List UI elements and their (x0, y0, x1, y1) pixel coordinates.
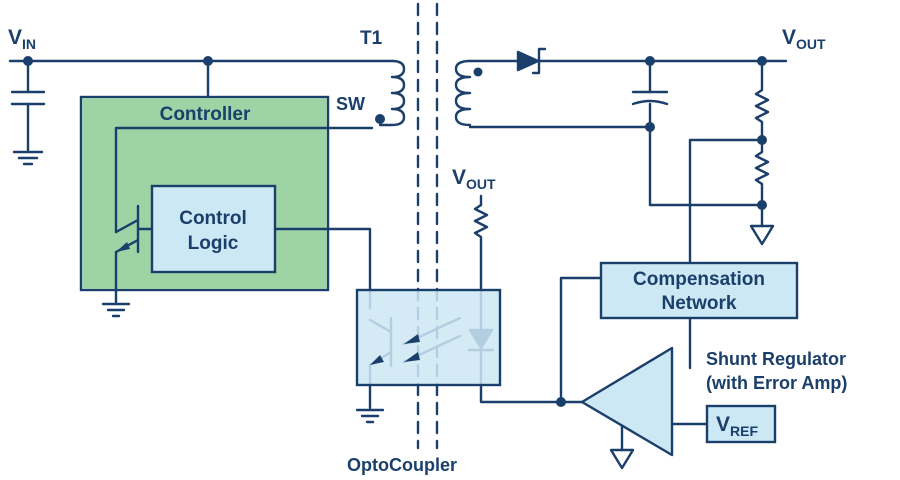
shunt-regulator-label-line1: Shunt Regulator (706, 349, 846, 369)
vref-label: VREF (716, 413, 758, 439)
light-arrowhead-2 (404, 352, 420, 362)
compensation-label-line2: Network (662, 293, 737, 314)
vin-label: VIN (8, 26, 36, 52)
junction-dots (23, 56, 767, 407)
controller-label: Controller (160, 104, 251, 125)
comp-to-node-wire (559, 276, 603, 404)
ground-icon (101, 302, 131, 318)
opto-transistor-arrow (370, 355, 384, 365)
error-amplifier-icon (580, 346, 674, 457)
opto-led-resistor (473, 203, 489, 332)
ground-icon (12, 150, 44, 166)
feedback-sense-wire (688, 138, 764, 265)
optocoupler-label: OptoCoupler (347, 455, 457, 475)
divider-resistor-top (754, 59, 770, 142)
vout-right-label: VOUT (782, 26, 826, 52)
ground-triangle-icon (609, 448, 635, 470)
optocoupler-block (355, 288, 502, 387)
ground-icon (355, 408, 385, 424)
shunt-regulator-label-line2: (with Error Amp) (706, 373, 847, 393)
divider-resistor-bottom (754, 138, 770, 207)
vref-block (705, 404, 777, 444)
output-capacitor (631, 59, 669, 207)
secondary-polarity-dot (473, 67, 483, 77)
vout-mid-label: VOUT (452, 166, 496, 192)
compensation-network-block (599, 261, 799, 320)
transformer-secondary (454, 59, 472, 127)
transistor-emitter-arrow (116, 242, 130, 252)
transformer-primary (378, 59, 406, 127)
control-logic-label-line1: Control (179, 208, 247, 229)
input-capacitor (10, 59, 46, 152)
sw-node-dot (375, 114, 385, 124)
sw-label: SW (336, 94, 365, 114)
compensation-label-line1: Compensation (633, 269, 765, 290)
controller-drive-wire-inner (114, 126, 330, 234)
control-logic-label-line2: Logic (188, 233, 239, 254)
controller-block (79, 95, 330, 292)
t1-label: T1 (360, 28, 383, 49)
light-arrowhead-1 (404, 334, 420, 344)
ground-triangle-icon (749, 224, 775, 246)
